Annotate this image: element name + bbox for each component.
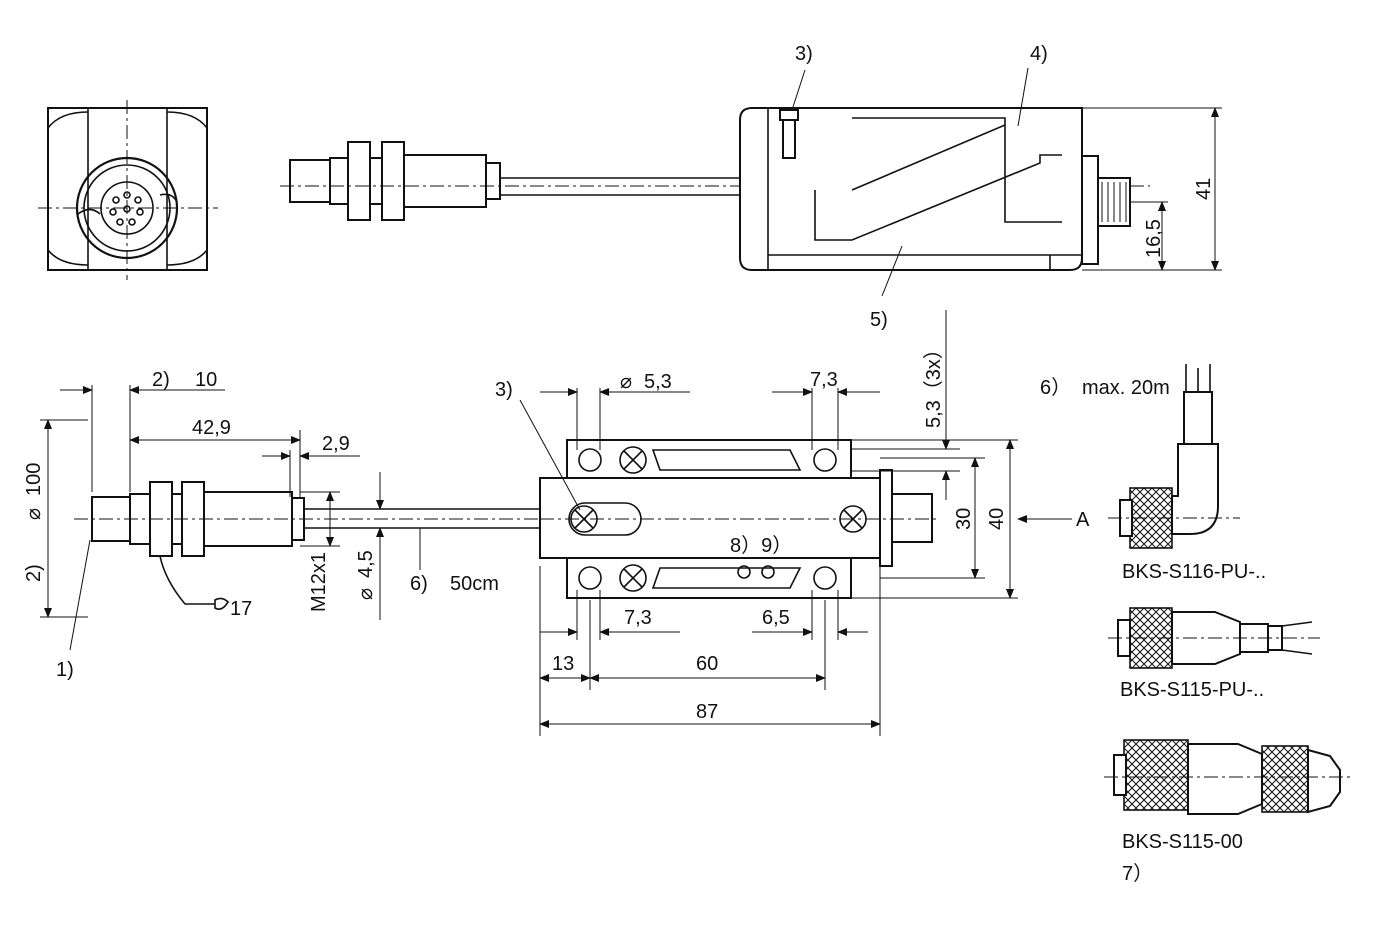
dim-10-label: 10 [195,369,217,391]
ref-6-max: 6） [1040,376,1071,399]
ref-3-mid: 3) [495,379,513,401]
ref-4: 4) [1030,43,1048,65]
dim-87-label: 87 [696,701,718,723]
view-a-label: A [1076,509,1090,531]
ref-3-top: 3) [795,43,813,65]
dim-5-3-3x-label: 5,3（3x） [922,339,945,428]
cable-length-label: 50cm [450,573,499,595]
ref-2-left: 2) [23,564,45,582]
svg-text:⌀: ⌀ [23,508,45,520]
diameter-symbol: ⌀ [620,371,632,393]
connector-field-wireable [1104,739,1352,815]
dim-d100-label: 100 [23,463,45,496]
dim-40-label: 40 [986,508,1008,530]
dim-60-label: 60 [696,653,718,675]
dim-16-5-label: 16,5 [1143,219,1165,258]
svg-text:⌀: ⌀ [355,588,377,600]
dim-7-3-top-label: 7,3 [810,369,838,391]
connector-straight-cable [1108,607,1320,669]
ref-2-dim: 2) [152,369,170,391]
top-view [519,310,1072,736]
ref-8-9: 8）9） [730,534,792,557]
dim-d4-5: ⌀ 4,5 [355,550,377,600]
dim-30-label: 30 [953,508,975,530]
dim-7-3-bottom-label: 7,3 [624,607,652,629]
ref-5: 5) [870,309,888,331]
dim-2-9-label: 2,9 [322,433,350,455]
wrench-17-label: 17 [230,598,252,620]
thread-m12-label: M12x1 [308,552,330,612]
dim-41-label: 41 [1193,178,1215,200]
dim-d4-5-label: 4,5 [355,550,377,578]
connector-3-label: BKS-S115-00 [1122,831,1243,853]
connector-1-label: BKS-S116-PU-.. [1122,561,1266,583]
connector-2-label: BKS-S115-PU-.. [1120,679,1264,701]
dim-6-5-label: 6,5 [762,607,790,629]
connector-pins [109,191,144,226]
dim-d5-3-label: 5,3 [644,371,672,393]
end-view [38,100,218,280]
dim-d100: ⌀ 100 [23,463,45,520]
dim-42-9-label: 42,9 [192,417,231,439]
side-view [280,67,1222,297]
sensor-view [40,385,540,651]
dim-13-label: 13 [552,653,574,675]
ref-6-cable: 6) [410,573,428,595]
ref-7: 7） [1122,862,1153,885]
max-length-label: max. 20m [1082,377,1170,399]
ref-1: 1) [56,659,74,681]
connector-angled [1108,364,1240,549]
